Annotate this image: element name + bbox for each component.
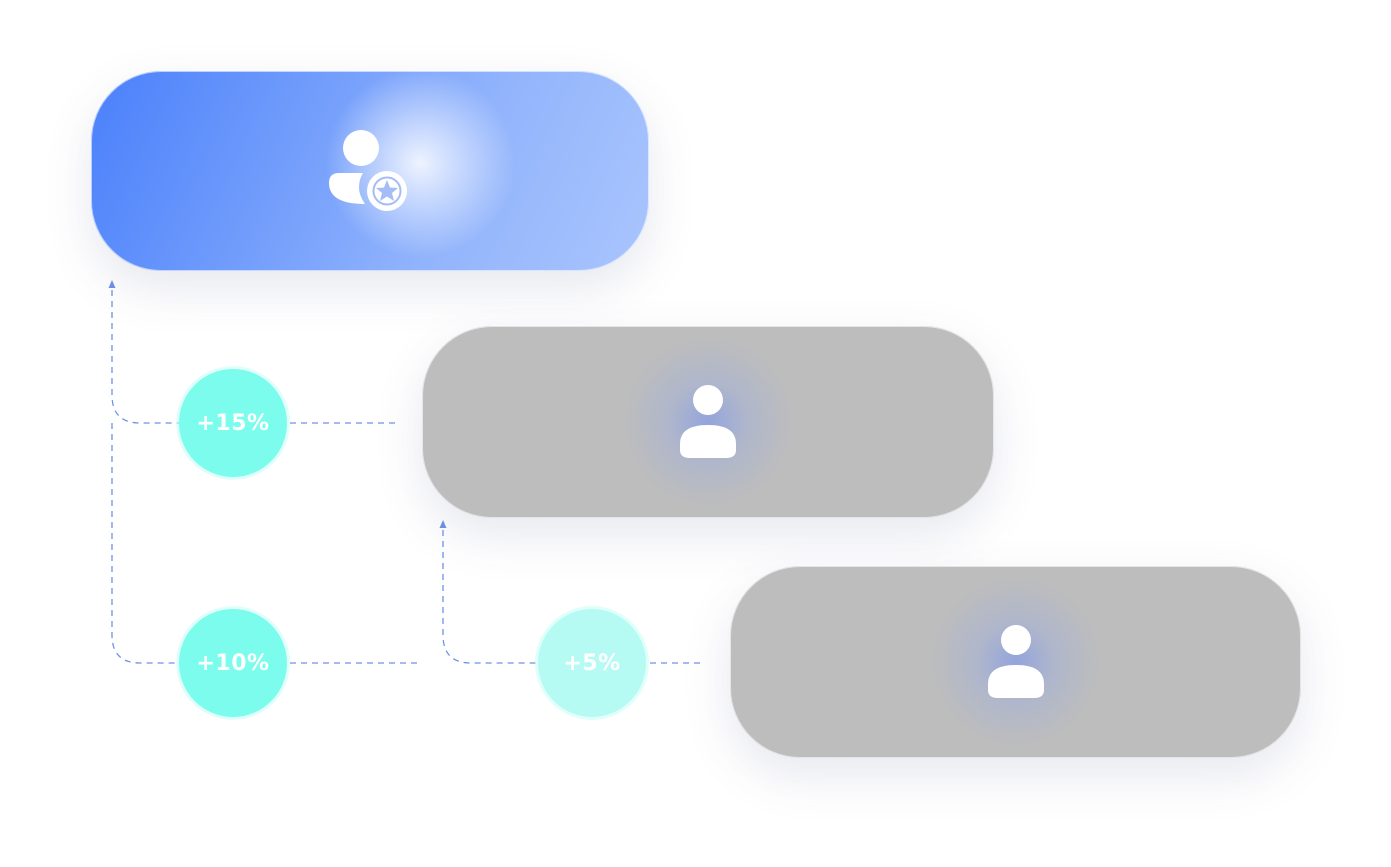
top-tier-card <box>91 71 649 271</box>
connector-top-to-10 <box>111 423 180 664</box>
connector-top-to-15 <box>111 290 180 424</box>
bonus-label: +15% <box>196 410 270 436</box>
bottom-tier-card <box>730 566 1301 758</box>
bonus-badge-5: +5% <box>538 609 646 717</box>
user-icon <box>680 385 736 458</box>
icon-glow <box>930 577 1101 747</box>
middle-tier-card <box>422 326 994 518</box>
icon-glow <box>623 337 793 507</box>
arrow-head-top <box>108 280 116 288</box>
arrow-head-mid <box>439 520 447 528</box>
bonus-badge-10: +10% <box>179 609 287 717</box>
user-icon <box>987 625 1044 698</box>
bonus-label: +5% <box>563 650 621 676</box>
bonus-label: +10% <box>196 650 270 676</box>
bonus-badge-15: +15% <box>179 369 287 477</box>
connector-mid-to-5 <box>442 530 540 664</box>
user-star-icon <box>329 130 407 211</box>
